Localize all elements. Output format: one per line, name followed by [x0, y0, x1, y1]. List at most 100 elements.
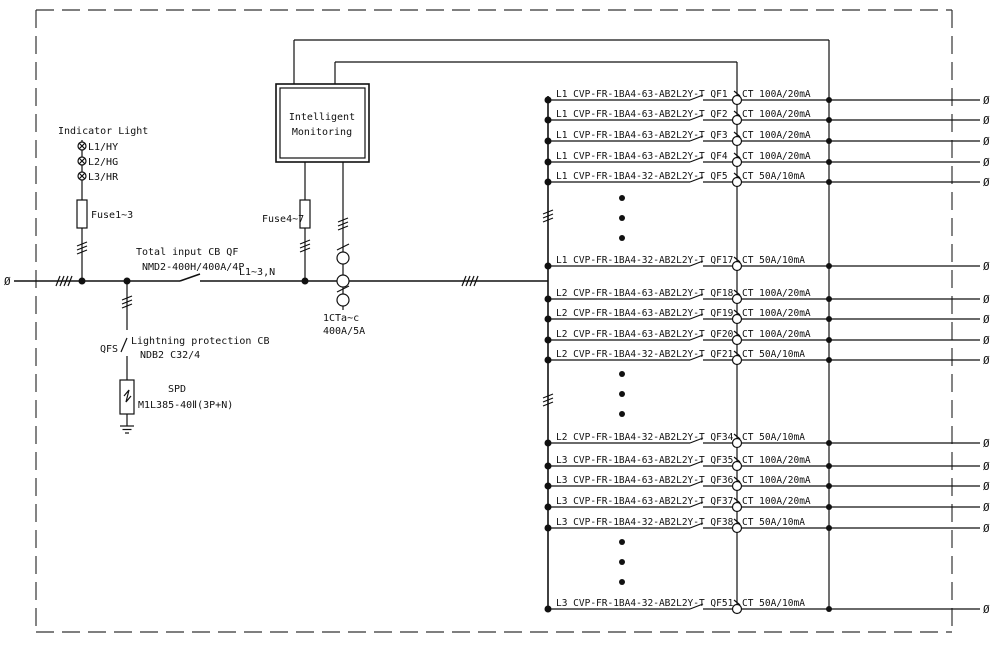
ct-icon [731, 354, 743, 366]
branch-breaker-contact [689, 480, 704, 487]
input-terminal-symbol: Ø [4, 275, 11, 288]
monitor-junction-dot [826, 606, 832, 612]
conductor-ticks [121, 295, 133, 309]
indicator-title: Indicator Light [58, 126, 148, 137]
branch-ct-label: CT 100A/20mA [742, 308, 811, 319]
monitor-junction-dot [826, 337, 832, 343]
monitor-junction-dot [826, 117, 832, 123]
output-terminal-symbol: Ø [983, 522, 990, 535]
ct-icon [731, 156, 743, 168]
output-terminal-symbol: Ø [983, 260, 990, 273]
ct-icon [731, 334, 743, 346]
branch-label: L2 CVP-FR-1BA4-63-AB2L2Y-T QF20 [556, 329, 734, 340]
svg-text:L1/HY: L1/HY [88, 142, 118, 153]
conductor-ticks [55, 275, 73, 287]
branch-row: L3 CVP-FR-1BA4-32-AB2L2Y-T QF38 CT 50A/10… [544, 517, 990, 535]
branch-row: L1 CVP-FR-1BA4-63-AB2L2Y-T QF2 CT 100A/20… [544, 109, 990, 127]
branch-label: L1 CVP-FR-1BA4-63-AB2L2Y-T QF1 [556, 89, 728, 100]
fuse-4-7-label: Fuse4~7 [262, 214, 304, 225]
monitor-junction-dot [826, 263, 832, 269]
monitoring: Intelligent Monitoring Fuse4~7 1CTa~c 40… [262, 39, 830, 608]
monitor-junction-dot [826, 138, 832, 144]
output-terminal-symbol: Ø [983, 480, 990, 493]
spd-bolt-icon [123, 389, 132, 403]
ct-coil [336, 293, 350, 307]
monitor-junction-dot [826, 159, 832, 165]
ct-icon [731, 293, 743, 305]
branch-ct-label: CT 100A/20mA [742, 329, 811, 340]
total-cb: Total input CB QF NMD2-400H/400A/4P L1~3… [136, 247, 275, 278]
branch-ct-label: CT 50A/10mA [742, 598, 805, 609]
branch-ct-label: CT 50A/10mA [742, 432, 805, 443]
branch-breaker-contact [689, 334, 704, 341]
conductor-ticks [337, 217, 349, 231]
output-terminal-symbol: Ø [983, 354, 990, 367]
branch-label: L3 CVP-FR-1BA4-32-AB2L2Y-T QF51 [556, 598, 734, 609]
branch-breaker-contact [689, 522, 704, 529]
ct-coil [336, 251, 350, 265]
branch-row: L2 CVP-FR-1BA4-63-AB2L2Y-T QF18 CT 100A/2… [544, 288, 990, 306]
branch-breaker-contact [689, 313, 704, 320]
ct-main-line1: 1CTa~c [323, 313, 359, 324]
branch-ct-label: CT 100A/20mA [742, 130, 811, 141]
lightning-cb-model: NDB2 C32/4 [140, 350, 200, 361]
branch-label: L1 CVP-FR-1BA4-63-AB2L2Y-T QF4 [556, 151, 728, 162]
total-cb-model: NMD2-400H/400A/4P [142, 262, 244, 273]
svg-text:L2/HG: L2/HG [88, 157, 118, 168]
ct-icon [731, 176, 743, 188]
output-terminal-symbol: Ø [983, 460, 990, 473]
conductor-ticks [76, 241, 88, 255]
branch-ct-label: CT 100A/20mA [742, 496, 811, 507]
output-terminal-symbol: Ø [983, 334, 990, 347]
main-breaker-contact [179, 273, 201, 282]
output-terminal-symbol: Ø [983, 313, 990, 326]
lamp-l2: L2/HG [77, 156, 118, 168]
continuation-dots-2 [619, 371, 625, 417]
ct-icon [731, 603, 743, 615]
continuation-dots-3 [619, 539, 625, 585]
output-terminal-symbol: Ø [983, 156, 990, 169]
ct-icon [731, 260, 743, 272]
lightning-cb-contact [120, 337, 128, 353]
branch-label: L1 CVP-FR-1BA4-63-AB2L2Y-T QF2 [556, 109, 728, 120]
branch-breaker-contact [689, 501, 704, 508]
branch-label: L1 CVP-FR-1BA4-63-AB2L2Y-T QF3 [556, 130, 728, 141]
monitor-junction-dot [826, 440, 832, 446]
branch-label: L3 CVP-FR-1BA4-63-AB2L2Y-T QF36 [556, 475, 734, 486]
conductor-ticks [542, 209, 554, 223]
monitor-junction-dot [826, 504, 832, 510]
fuse-1-3-label: Fuse1~3 [91, 210, 133, 221]
conductor-ticks [542, 393, 554, 407]
branch-ct-label: CT 100A/20mA [742, 109, 811, 120]
branch-label: L3 CVP-FR-1BA4-32-AB2L2Y-T QF38 [556, 517, 734, 528]
qfs-label: QFS [100, 344, 118, 355]
monitor-junction-dot [826, 316, 832, 322]
branch-breaker-contact [689, 260, 704, 267]
monitor-line2: Monitoring [292, 127, 352, 138]
spd-model: M1L385-40Ⅱ(3P+N) [138, 400, 233, 411]
ct-icon [731, 437, 743, 449]
monitor-junction-dot [826, 463, 832, 469]
branch-ct-label: CT 50A/10mA [742, 517, 805, 528]
monitor-junction-dot [826, 483, 832, 489]
output-terminal-symbol: Ø [983, 176, 990, 189]
branch-row: L1 CVP-FR-1BA4-63-AB2L2Y-T QF1 CT 100A/20… [544, 89, 990, 107]
branch-breaker-contact [689, 135, 704, 142]
branch-label: L2 CVP-FR-1BA4-63-AB2L2Y-T QF18 [556, 288, 734, 299]
branch-label: L2 CVP-FR-1BA4-32-AB2L2Y-T QF21 [556, 349, 734, 360]
total-cb-title: Total input CB QF [136, 247, 238, 258]
svg-text:L3/HR: L3/HR [88, 172, 119, 183]
bus-label: L1~3,N [239, 267, 275, 278]
output-terminal-symbol: Ø [983, 293, 990, 306]
branch-breaker-contact [689, 293, 704, 300]
branch-ct-label: CT 50A/10mA [742, 349, 805, 360]
branch-circuits: L1 CVP-FR-1BA4-63-AB2L2Y-T QF1 CT 100A/20… [544, 89, 990, 616]
branch-breaker-contact [689, 354, 704, 361]
branch-ct-label: CT 100A/20mA [742, 89, 811, 100]
branch-ct-label: CT 100A/20mA [742, 288, 811, 299]
